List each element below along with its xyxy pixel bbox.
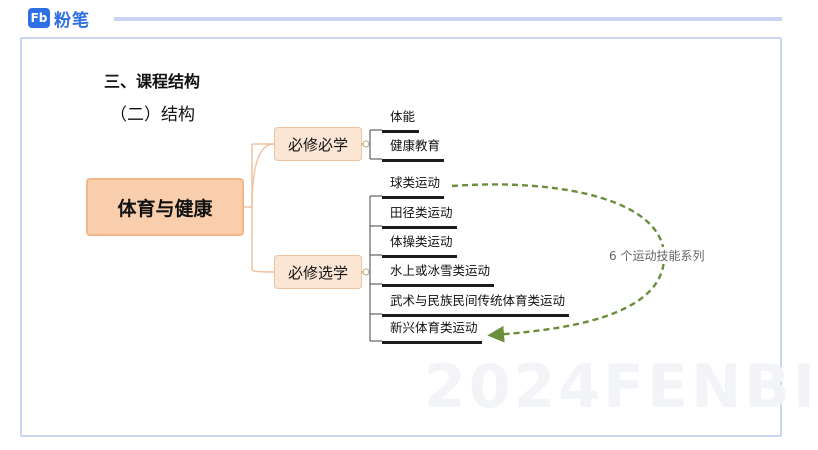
- brand-name: 粉笔: [54, 10, 90, 31]
- branch1-knob: [362, 140, 370, 148]
- skill-series-annotation: 6 个运动技能系列: [607, 247, 707, 264]
- branch-elective: 必修选学: [274, 255, 362, 289]
- leaf-node: 球类运动: [382, 172, 445, 199]
- root-connector-upper: [251, 143, 275, 208]
- leaf-node: 健康教育: [382, 135, 445, 162]
- branch2-connector: [362, 195, 382, 342]
- root-connector: [244, 143, 275, 273]
- leaf-node: 武术与民族民间传统体育类运动: [382, 290, 570, 317]
- section-heading: 三、课程结构: [104, 72, 201, 91]
- leaf-node: 水上或冰雪类运动: [382, 260, 495, 287]
- root-node: 体育与健康: [86, 178, 244, 236]
- header-rule: [114, 17, 782, 21]
- watermark: 2024FENBI: [424, 352, 818, 422]
- leaf-node: 体操类运动: [382, 231, 457, 258]
- brand-logo: Fb 粉笔: [28, 6, 98, 31]
- logo-icon: Fb: [28, 8, 50, 28]
- subsection-heading: （二）结构: [110, 105, 195, 125]
- branch-required: 必修必学: [274, 127, 362, 161]
- slide-frame: [20, 37, 782, 437]
- branch2-knob: [362, 268, 370, 276]
- leaf-node: 体能: [382, 106, 420, 133]
- leaf-node: 田径类运动: [382, 202, 457, 229]
- leaf-node: 新兴体育类运动: [382, 317, 482, 344]
